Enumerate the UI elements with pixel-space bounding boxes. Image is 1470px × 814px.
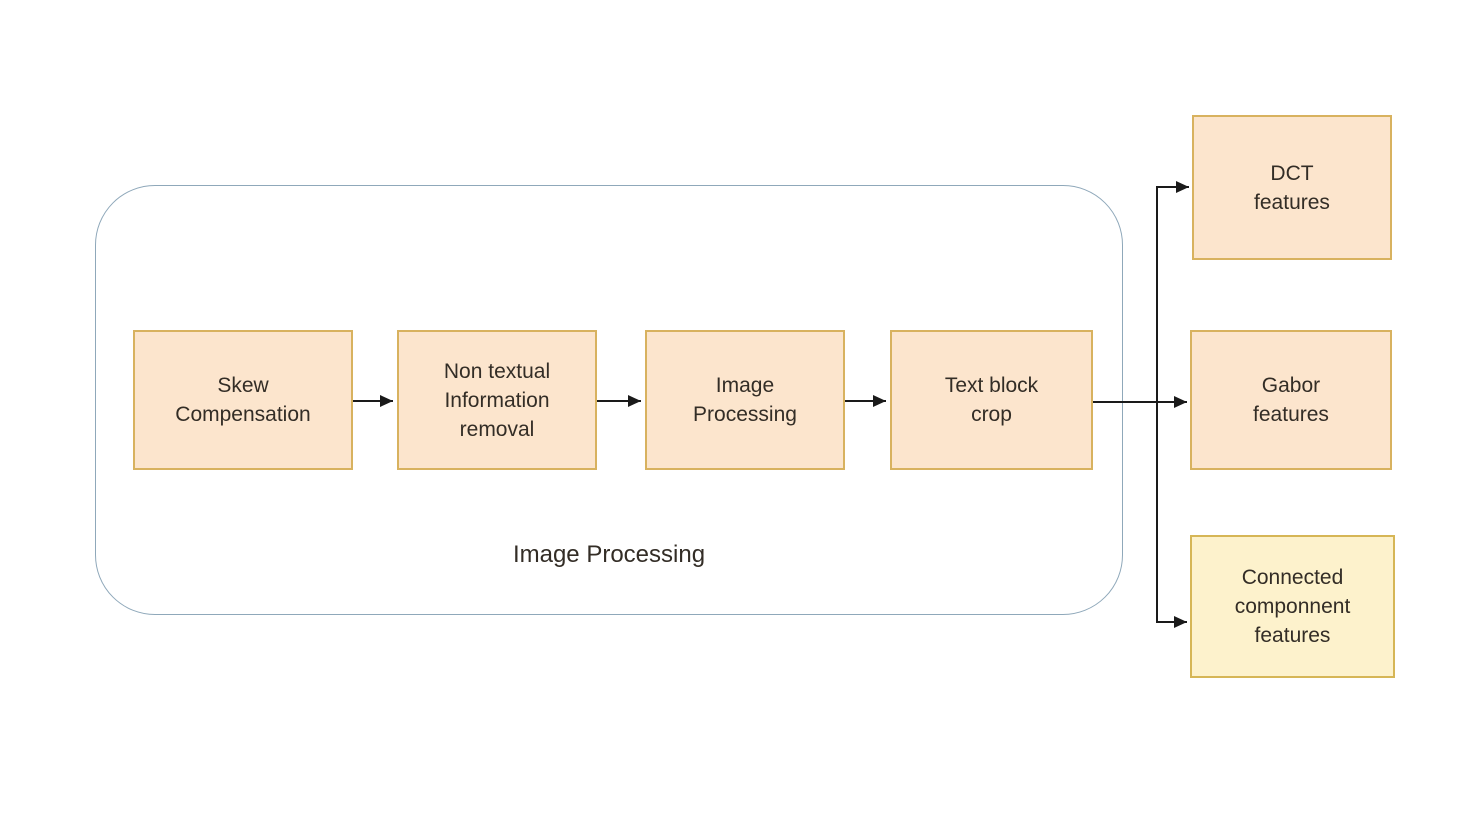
node-non-textual-information-removal: Non textual Information removal: [397, 330, 597, 470]
node-image-processing-label: Image Processing: [693, 374, 797, 426]
image-processing-group-container: Image Processing: [95, 185, 1123, 615]
node-text-block-crop: Text block crop: [890, 330, 1093, 470]
node-skew-compensation: Skew Compensation: [133, 330, 353, 470]
node-connected-component-features: Connected componnent features: [1190, 535, 1395, 678]
node-non-textual-information-removal-label: Non textual Information removal: [443, 359, 551, 441]
node-dct-features: DCT features: [1192, 115, 1392, 260]
node-gabor-features-label: Gabor features: [1253, 374, 1329, 426]
node-text-block-crop-label: Text block crop: [944, 374, 1039, 426]
node-gabor-features: Gabor features: [1190, 330, 1392, 470]
node-dct-features-label: DCT features: [1254, 161, 1330, 214]
node-skew-compensation-label: Skew Compensation: [175, 374, 311, 426]
node-connected-component-features-label: Connected componnent features: [1234, 566, 1351, 647]
node-image-processing: Image Processing: [645, 330, 845, 470]
image-processing-group-label: Image Processing: [512, 541, 706, 568]
